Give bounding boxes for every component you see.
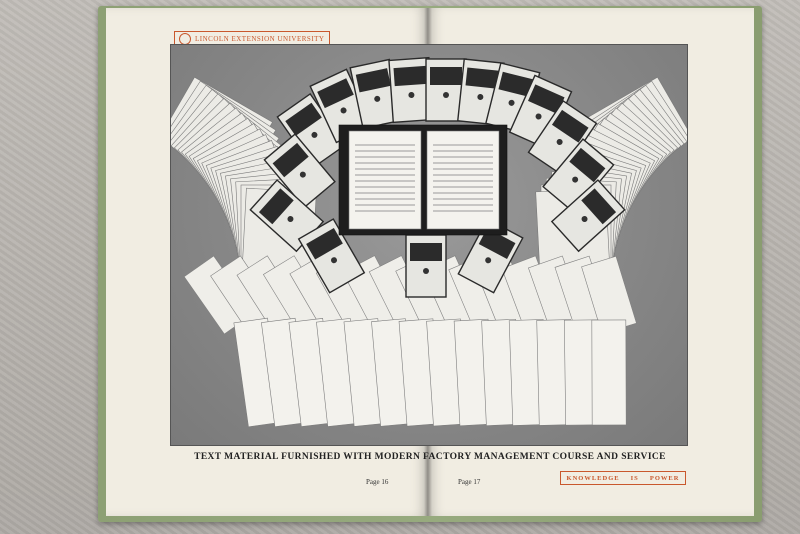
booklet-emblem-icon	[508, 99, 515, 106]
booklet-title-band	[306, 227, 343, 260]
booklet-title-band	[465, 67, 500, 89]
course-material-photo	[170, 44, 688, 446]
booklet-emblem-icon	[443, 92, 449, 98]
booklet	[388, 56, 434, 124]
booklet	[297, 218, 366, 294]
booklet-emblem-icon	[408, 91, 415, 98]
page-number-right: Page 17	[458, 478, 481, 486]
booklet-emblem-icon	[374, 95, 381, 102]
booklet-cover	[263, 133, 336, 209]
booklet	[349, 58, 404, 130]
footer-word-1: KNOWLEDGE	[566, 474, 620, 482]
form-sheet	[591, 319, 627, 426]
booklet-emblem-icon	[477, 93, 484, 100]
booklet-title-band	[355, 68, 391, 93]
booklet	[276, 92, 347, 169]
photo-caption: TEXT MATERIAL FURNISHED WITH MODERN FACT…	[194, 452, 666, 462]
booklet-emblem-icon	[572, 176, 579, 183]
booklet-title-band	[272, 142, 309, 178]
booklet-cover	[297, 218, 366, 294]
booklet-title-band	[285, 102, 322, 136]
booklet	[508, 74, 573, 150]
booklet-emblem-icon	[299, 171, 306, 178]
footer-word-2: IS	[630, 474, 639, 482]
footer-word-3: POWER	[649, 474, 680, 482]
booklet-title-band	[551, 109, 589, 143]
booklet-emblem-icon	[331, 257, 337, 264]
footer-banner: KNOWLEDGE IS POWER	[560, 471, 686, 485]
booklet-emblem-icon	[556, 138, 563, 145]
booklet-title-band	[317, 78, 354, 109]
booklet-cover	[550, 179, 626, 253]
booklet-emblem-icon	[485, 257, 492, 264]
booklet-emblem-icon	[581, 216, 588, 223]
booklet	[405, 234, 447, 298]
booklet-title-band	[569, 147, 606, 183]
booklet	[249, 179, 325, 253]
booklet	[550, 179, 626, 253]
booklet-emblem-icon	[423, 268, 429, 274]
booklet-title-band	[528, 84, 565, 114]
page-number-left: Page 16	[366, 478, 389, 486]
header-banner-text: LINCOLN EXTENSION UNIVERSITY	[195, 35, 325, 43]
booklet-emblem-icon	[287, 216, 294, 223]
booklet	[263, 133, 336, 209]
booklet-title-band	[258, 188, 294, 225]
booklet-title-band	[410, 243, 442, 261]
booklet-emblem-icon	[535, 113, 542, 120]
binder-page-left	[348, 130, 422, 230]
booklet-title-band	[478, 228, 516, 259]
course-material-illustration	[171, 56, 687, 428]
booklet-title-band	[498, 71, 534, 97]
booklet-emblem-icon	[311, 131, 318, 138]
booklet-title-band	[581, 188, 617, 225]
booklet-emblem-icon	[340, 107, 347, 114]
binder-page-right	[426, 130, 500, 230]
booklet-title-band	[430, 67, 462, 85]
booklet-title-band	[393, 65, 427, 87]
